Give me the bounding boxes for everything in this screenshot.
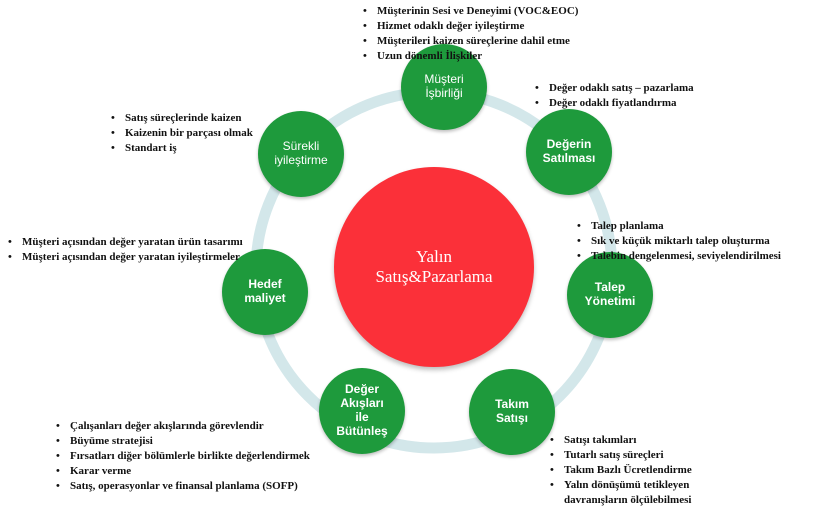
list-item: Büyüme stratejisi: [56, 434, 310, 449]
list-item: Takım Bazlı Ücretlendirme: [550, 463, 692, 478]
list-item: Fırsatları diğer bölümlerle birlikte değ…: [56, 449, 310, 464]
list-item: Müşteri açısından değer yaratan ürün tas…: [8, 235, 243, 250]
list-item: Müşterinin Sesi ve Deneyimi (VOC&EOC): [363, 4, 578, 19]
list-item: Değer odaklı fiyatlandırma: [535, 96, 694, 111]
node-label: Takım Satışı: [495, 397, 529, 425]
list-item: Uzun dönemli İlişkiler: [363, 49, 578, 64]
node-label: Hedef maliyet: [244, 277, 286, 305]
list-item: Satış süreçlerinde kaizen: [111, 111, 253, 126]
list-item: Müşteri açısından değer yaratan iyileşti…: [8, 250, 243, 265]
list-item: Hizmet odaklı değer iyileştirme: [363, 19, 578, 34]
node-demand-management: Talep Yönetimi: [567, 252, 653, 338]
list-item: Talebin dengelenmesi, seviyelendirilmesi: [577, 249, 781, 264]
bullet-list-integrate-value-streams: Çalışanları değer akışlarında görevlendi…: [56, 419, 310, 494]
list-item: Satış, operasyonlar ve finansal planlama…: [56, 479, 310, 494]
node-selling-value: Değerin Satılması: [526, 109, 612, 195]
list-item: Müşterileri kaizen süreçlerine dahil etm…: [363, 34, 578, 49]
node-label: Değerin Satılması: [542, 137, 596, 165]
node-integrate-value-streams: Değer Akışları ile Bütünleş: [319, 368, 405, 454]
bullet-list-demand-management: Talep planlama Sık ve küçük miktarlı tal…: [577, 219, 781, 264]
bullet-list-selling-value: Değer odaklı satış – pazarlama Değer oda…: [535, 81, 694, 111]
list-item: Karar verme: [56, 464, 310, 479]
node-continuous-improvement: Sürekli iyileştirme: [258, 111, 344, 197]
node-team-selling: Takım Satışı: [469, 369, 555, 455]
node-label: Talep Yönetimi: [584, 280, 636, 308]
node-target-cost: Hedef maliyet: [222, 249, 308, 335]
list-item: Standart iş: [111, 141, 253, 156]
bullet-list-customer-collaboration: Müşterinin Sesi ve Deneyimi (VOC&EOC) Hi…: [363, 4, 578, 64]
node-label: Değer Akışları ile Bütünleş: [336, 382, 388, 438]
node-label: Müşteri İşbirliği: [424, 72, 464, 100]
list-item: Değer odaklı satış – pazarlama: [535, 81, 694, 96]
list-item: Çalışanları değer akışlarında görevlendi…: [56, 419, 310, 434]
center-node-lean-sales-marketing: Yalın Satış&Pazarlama: [334, 167, 534, 367]
node-label: Sürekli iyileştirme: [274, 139, 328, 167]
bullet-list-team-selling: Satışı takımları Tutarlı satış süreçleri…: [550, 433, 692, 508]
list-item: Satışı takımları: [550, 433, 692, 448]
list-item: Yalın dönüşümü tetikleyen davranışların …: [550, 478, 692, 508]
list-item: Talep planlama: [577, 219, 781, 234]
list-item: Sık ve küçük miktarlı talep oluşturma: [577, 234, 781, 249]
bullet-list-target-cost: Müşteri açısından değer yaratan ürün tas…: [8, 235, 243, 265]
center-node-label: Yalın Satış&Pazarlama: [375, 247, 493, 286]
bullet-list-continuous-improvement: Satış süreçlerinde kaizen Kaizenin bir p…: [111, 111, 253, 156]
list-item: Kaizenin bir parçası olmak: [111, 126, 253, 141]
list-item: Tutarlı satış süreçleri: [550, 448, 692, 463]
